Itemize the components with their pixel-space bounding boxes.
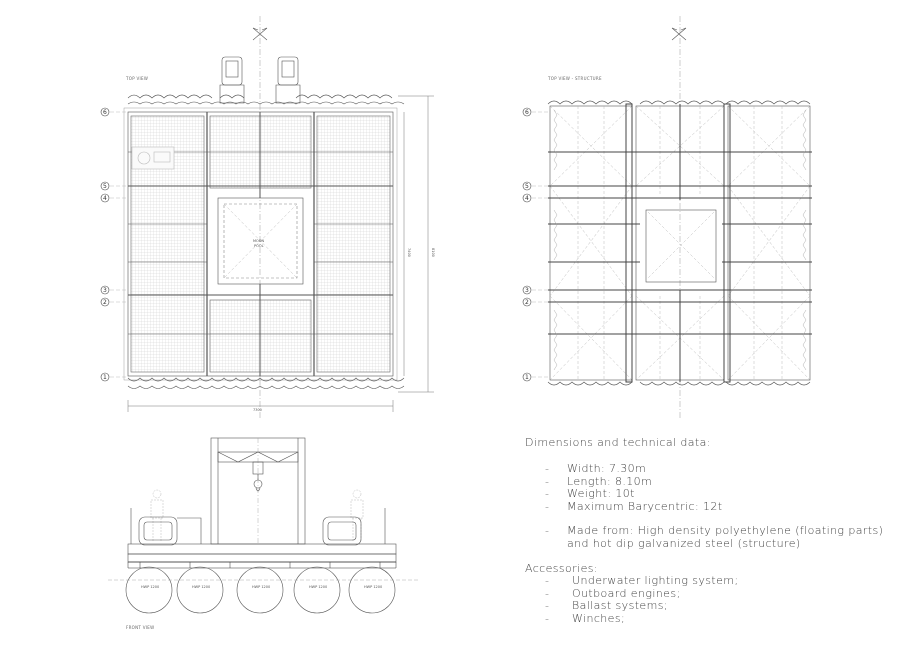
accessory-lighting: Underwater lighting system; (525, 574, 915, 588)
accessory-ballast: Ballast systems; (525, 599, 915, 613)
axis-marker-6: 6 (103, 109, 107, 116)
float-tag-2: HWP 1200 (192, 585, 210, 589)
axis-markers-right: 6 5 4 3 2 1 (522, 107, 532, 382)
front-view-label: FRONT VIEW (126, 625, 154, 630)
spec-material: Made from: High density polyethylene (fl… (525, 524, 915, 550)
float-tag-5: HWP 1200 (364, 585, 382, 589)
axis-marker-1-right: 1 (525, 374, 529, 381)
north-arrow-icon (252, 27, 268, 41)
axis-marker-1: 1 (103, 374, 107, 381)
overall-dimension: 8100 (431, 248, 435, 257)
axis-marker-6-right: 6 (525, 109, 529, 116)
axis-markers-left: 6 5 4 3 2 1 (100, 107, 110, 382)
north-arrow-icon (671, 27, 687, 41)
seat-icon (138, 516, 362, 546)
front-view (108, 437, 418, 614)
axis-marker-4-right: 4 (525, 195, 529, 202)
float-tag-1: HWP 1200 (141, 585, 159, 589)
axis-marker-3: 3 (103, 287, 107, 294)
logo-mark-icon (131, 146, 175, 170)
accessories-title: Accessories: (525, 562, 598, 575)
axis-marker-5: 5 (103, 183, 107, 190)
spec-weight: Weight: 10t (525, 487, 915, 501)
specs-title: Dimensions and technical data: (525, 436, 711, 449)
length-dimension: 7400 (407, 248, 411, 257)
winch-hook-icon (252, 461, 264, 492)
spec-barycentric: Maximum Barycentric: 12t (525, 500, 915, 514)
technical-specs: Dimensions and technical data: Width: 7.… (525, 436, 915, 625)
specs-list: Width: 7.30m Length: 8.10m Weight: 10t M… (525, 462, 915, 514)
material-line-2: and hot dip galvanized steel (structure) (567, 536, 801, 550)
spec-length: Length: 8.10m (525, 475, 915, 489)
float-tag-4: HWP 1200 (309, 585, 327, 589)
moon-pool-label-1: MOON (253, 239, 265, 243)
axis-marker-3-right: 3 (525, 287, 529, 294)
width-dimension: 7300 (253, 408, 262, 412)
material-list: Made from: High density polyethylene (fl… (525, 524, 915, 550)
top-view (110, 16, 434, 420)
spec-width: Width: 7.30m (525, 462, 915, 476)
axis-marker-2: 2 (103, 299, 107, 306)
accessory-engines: Outboard engines; (525, 587, 915, 601)
person-figure-icon (150, 489, 164, 542)
axis-marker-5-right: 5 (525, 183, 529, 190)
structure-view (532, 16, 812, 420)
accessory-winches: Winches; (525, 612, 915, 626)
material-line-1: Made from: High density polyethylene (fl… (567, 524, 884, 537)
float-tag-3: HWP 1200 (252, 585, 270, 589)
axis-marker-2-right: 2 (525, 299, 529, 306)
moon-pool-label-2: POOL (254, 244, 264, 248)
structure-view-label: TOP VIEW - STRUCTURE (547, 76, 602, 81)
top-view-label: TOP VIEW (125, 76, 148, 81)
seat-icon (219, 56, 245, 104)
seat-icon (275, 56, 301, 104)
accessories-list: Underwater lighting system; Outboard eng… (525, 574, 915, 626)
axis-marker-4: 4 (103, 195, 107, 202)
